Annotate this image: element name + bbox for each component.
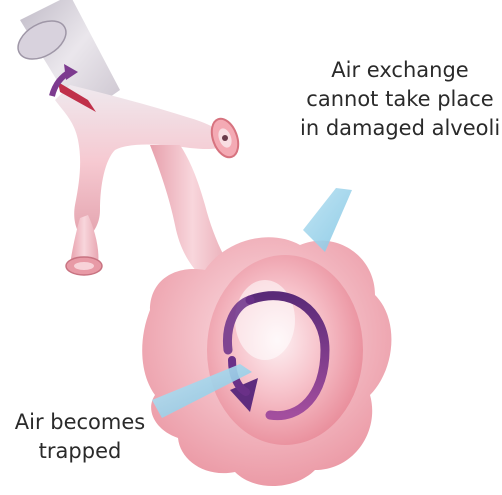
- label-air-trapped-line1: Air becomes: [0, 408, 160, 437]
- label-air-trapped: Air becomes trapped: [0, 408, 160, 466]
- label-air-exchange-line1: Air exchange: [300, 56, 500, 85]
- label-air-trapped-line2: trapped: [0, 437, 160, 466]
- bronchiole-illustration: [11, 0, 243, 275]
- label-air-exchange-line2: cannot take place: [300, 85, 500, 114]
- label-air-exchange: Air exchange cannot take place in damage…: [300, 56, 500, 143]
- label-air-exchange-line3: in damaged alveoli: [300, 114, 500, 143]
- alveolar-sac-illustration: [142, 237, 391, 486]
